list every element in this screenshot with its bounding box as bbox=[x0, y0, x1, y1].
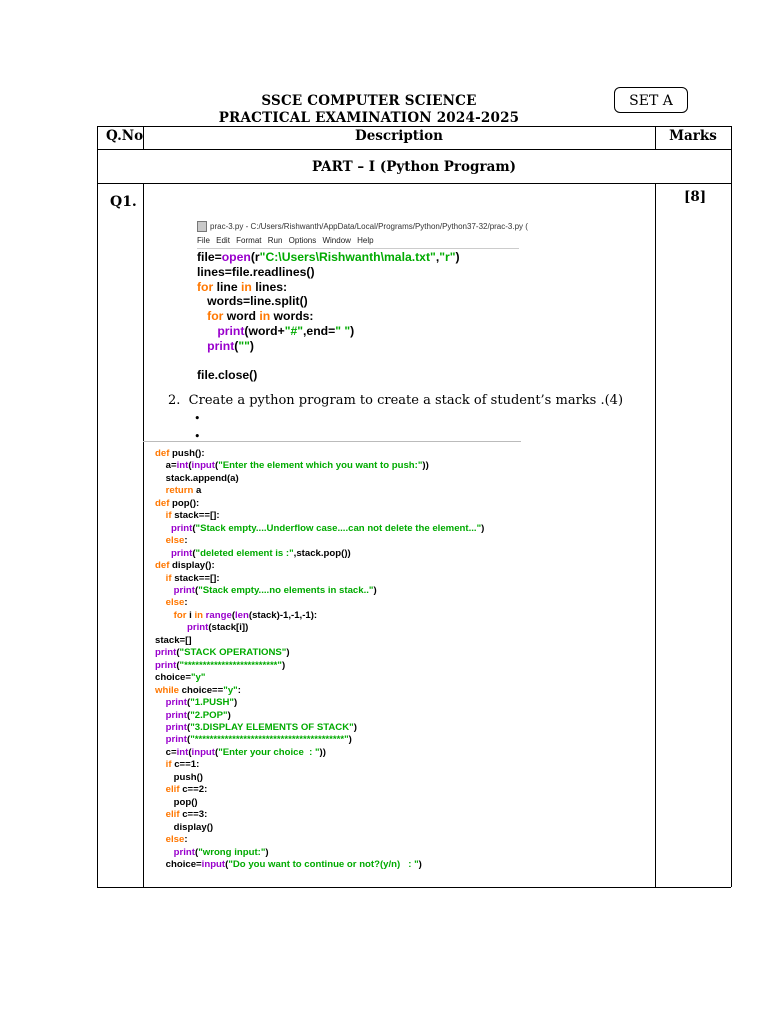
set-badge: SET A bbox=[614, 87, 688, 113]
menu-format: Format bbox=[236, 236, 262, 245]
exam-title-line2: PRACTICAL EXAMINATION 2024-2025 bbox=[218, 110, 520, 126]
code-screenshot-2: def push(): a=int(input("Enter the eleme… bbox=[143, 441, 521, 880]
bullet-1: • bbox=[194, 412, 201, 425]
code-block-2: def push(): a=int(input("Enter the eleme… bbox=[155, 448, 485, 870]
column-header-qno: Q.No bbox=[106, 128, 144, 144]
bullet-2: • bbox=[194, 430, 201, 443]
python-file-icon bbox=[197, 221, 207, 233]
question-number: Q1. bbox=[110, 194, 137, 210]
menu-bar: File Edit Format Run Options Window Help bbox=[197, 234, 519, 249]
code-block-1: file=open(r"C:\Users\Rishwanth\mala.txt"… bbox=[197, 250, 460, 383]
code-screenshot-1: prac-3.py - C:/Users/Rishwanth/AppData/L… bbox=[197, 220, 528, 390]
column-header-marks: Marks bbox=[669, 128, 717, 144]
menu-options: Options bbox=[288, 236, 317, 245]
question-2: 2. Create a python program to create a s… bbox=[168, 393, 623, 408]
menu-run: Run bbox=[267, 236, 283, 245]
part-title: PART – I (Python Program) bbox=[311, 159, 517, 175]
column-header-description: Description bbox=[355, 128, 443, 144]
menu-file: File bbox=[197, 236, 210, 245]
menu-window: Window bbox=[322, 236, 351, 245]
exam-title-line1: SSCE COMPUTER SCIENCE bbox=[261, 93, 477, 109]
window-title: prac-3.py - C:/Users/Rishwanth/AppData/L… bbox=[210, 222, 528, 231]
question-marks: [8] bbox=[684, 189, 707, 205]
menu-help: Help bbox=[357, 236, 374, 245]
menu-edit: Edit bbox=[216, 236, 230, 245]
question-2-number: 2. bbox=[168, 393, 181, 408]
question-2-text: Create a python program to create a stac… bbox=[188, 393, 624, 408]
